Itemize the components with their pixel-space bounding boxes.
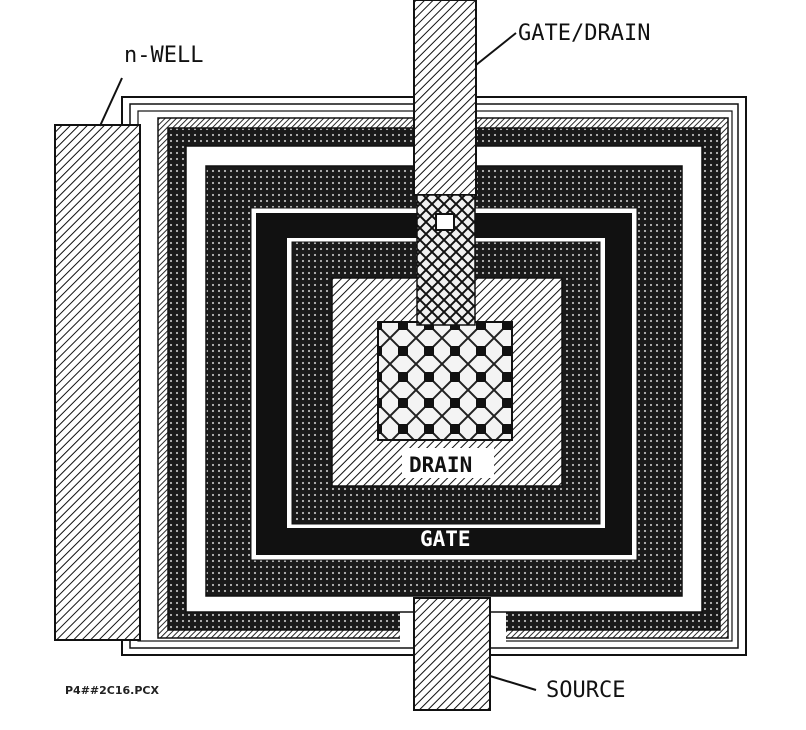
gate-drain-metal-strip [413, 0, 477, 196]
gate-drain-leader [475, 32, 517, 66]
source-metal-strip [413, 597, 491, 711]
gate-label: GATE [420, 527, 471, 551]
n-well-strip [54, 124, 141, 641]
gate-drain-label: GATE/DRAIN [518, 21, 650, 46]
drain-label-bg [402, 448, 494, 478]
drain-contact-array [377, 321, 513, 441]
file-name-label: P4##2C16.PCX [65, 684, 159, 697]
gate-contact [435, 213, 455, 231]
n-well-leader [99, 77, 123, 127]
drain-label: DRAIN [409, 453, 472, 477]
source-label: SOURCE [546, 678, 625, 703]
source-leader [489, 675, 537, 691]
n-well-label: n-WELL [124, 43, 203, 68]
